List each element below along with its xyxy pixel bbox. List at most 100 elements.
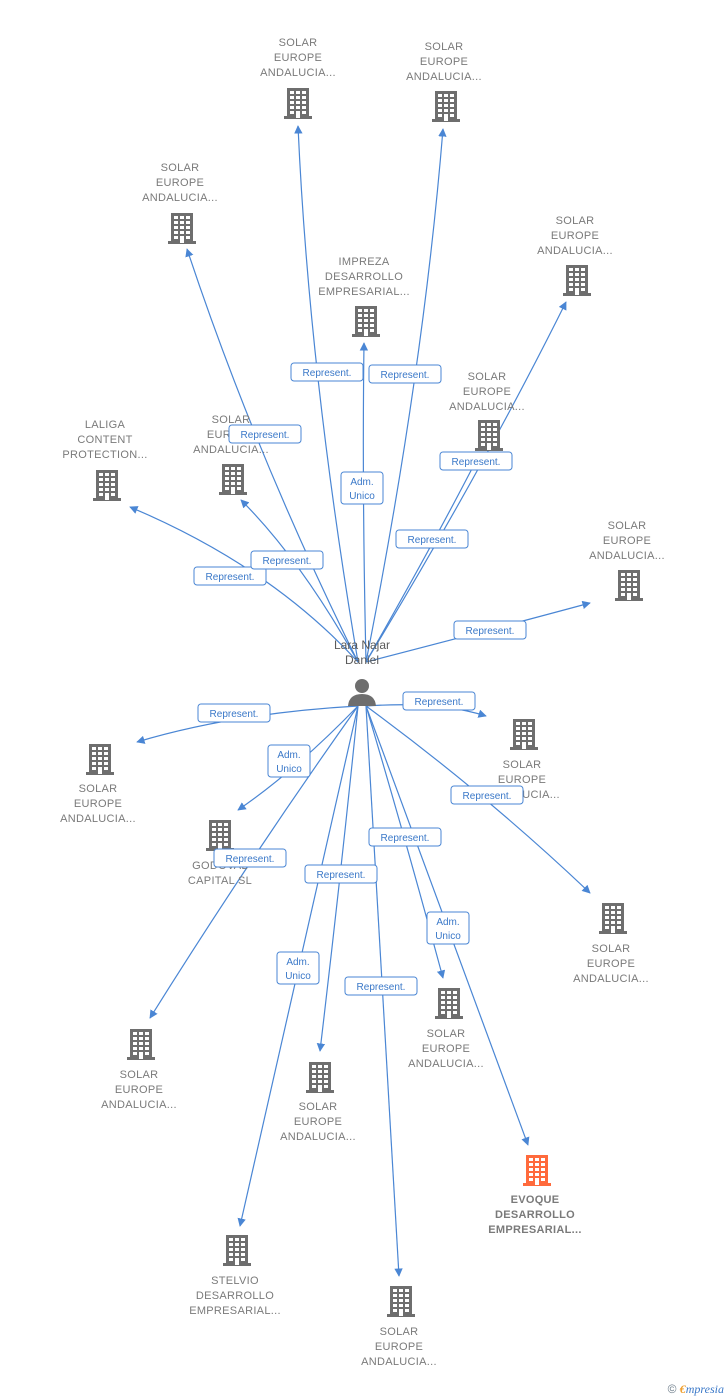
company-name-line: ANDALUCIA... [142,192,218,204]
company-node-n6[interactable]: SOLAREUROPEANDALUCIA... [449,371,525,451]
company-name-line: SOLAR [120,1069,159,1081]
company-node-n16[interactable]: SOLAREUROPEANDALUCIA... [280,1062,356,1143]
company-name-line: SOLAR [503,759,542,771]
edge-label-n12[interactable]: Adm.Unico [267,744,311,778]
company-name-line: EUROPE [551,230,599,242]
company-node-n3[interactable]: SOLAR EUROPE ANDALUCIA... [142,162,218,244]
edge-label-text: Unico [285,971,311,982]
edge-label-n10[interactable]: Represent. [197,703,271,723]
edge-label-box [290,362,364,382]
edge-label-text: Adm. [277,750,300,761]
company-name-line: SOLAR [212,414,251,426]
company-node-n2[interactable]: SOLAREUROPEANDALUCIA... [406,41,482,122]
building-icon [387,1286,415,1317]
edge-label-n11[interactable]: Represent. [402,691,476,711]
company-node-n5[interactable]: IMPREZADESARROLLOEMPRESARIAL... [318,256,410,337]
edge-label-n8[interactable]: Represent. [250,550,324,570]
edge-label-n4[interactable]: Represent. [439,451,513,471]
edge-line-n4 [365,301,567,663]
company-name-line: SOLAR [556,215,595,227]
company-name-line: DESARROLLO [495,1209,575,1221]
company-name-line: EUROPE [156,177,204,189]
edge-label-n1[interactable]: Represent. [290,362,364,382]
company-name-line: ANDALUCIA... [193,444,269,456]
company-name-line: ANDALUCIA... [406,71,482,83]
company-node-n17[interactable]: EVOQUEDESARROLLOEMPRESARIAL... [488,1155,581,1236]
edge-label-box [250,550,324,570]
company-node-n8[interactable]: SOLAREUROPEANDALUCIA... [193,414,269,495]
edge-label-text: Represent. [210,709,259,720]
company-name-line: EUROPE [115,1084,163,1096]
company-name-line: ANDALUCIA... [449,401,525,413]
edge-label-text: Represent. [357,982,406,993]
company-node-n14[interactable]: SOLAREUROPEANDALUCIA... [101,1029,177,1111]
building-icon [352,306,380,337]
building-icon [510,719,538,750]
edge-label-box [368,364,442,384]
edge-label-n14[interactable]: Represent. [213,848,287,868]
company-node-n18[interactable]: STELVIODESARROLLOEMPRESARIAL... [189,1235,281,1317]
company-name-line: SOLAR [608,520,647,532]
company-node-n13[interactable]: SOLAREUROPEANDALUCIA... [573,903,649,985]
edge-label-n15[interactable]: Represent. [368,827,442,847]
edge-label-box [197,703,271,723]
edge-label-n18[interactable]: Adm.Unico [276,951,320,985]
building-icon [284,88,312,119]
company-name-line: STELVIO [211,1275,259,1287]
edge-label-n19[interactable]: Represent. [344,976,418,996]
edge-label-n13[interactable]: Represent. [450,785,524,805]
building-icon [523,1155,551,1186]
footer-brand: © €mpresia [668,1382,724,1397]
company-name-line: EUROPE [498,774,546,786]
company-name-line: EUROPE [422,1043,470,1055]
company-name-line: ANDALUCIA... [60,813,136,825]
edge-label-box [267,744,311,778]
company-node-n4[interactable]: SOLAREUROPEANDALUCIA... [537,215,613,296]
building-icon [435,988,463,1019]
person-name-line: Lara Najar [334,638,390,652]
company-node-n1[interactable]: SOLAREUROPEANDALUCIA... [260,37,336,119]
edge-label-n5[interactable]: Adm.Unico [340,471,384,505]
company-node-n7[interactable]: LALIGACONTENTPROTECTION... [62,419,147,501]
person-name-line: Daniel [345,653,379,667]
company-node-n19[interactable]: SOLAREUROPEANDALUCIA... [361,1286,437,1368]
company-name-line: SOLAR [279,37,318,49]
edge-label-n2[interactable]: Represent. [368,364,442,384]
edge-label-n16[interactable]: Represent. [304,864,378,884]
edge-label-n9[interactable]: Represent. [453,620,527,640]
building-icon [206,820,234,851]
company-name-line: EMPRESARIAL... [318,286,410,298]
edge-label-n6[interactable]: Represent. [395,529,469,549]
company-name-line: ANDALUCIA... [589,550,665,562]
edge-label-text: Represent. [206,572,255,583]
edge-label-n7[interactable]: Represent. [193,566,267,586]
company-node-n9[interactable]: SOLAREUROPEANDALUCIA... [589,520,665,601]
edge-label-n3[interactable]: Represent. [228,424,302,444]
company-name-line: SOLAR [161,162,200,174]
edge-label-box [304,864,378,884]
edge-label-text: Represent. [452,457,501,468]
company-node-n10[interactable]: SOLAREUROPEANDALUCIA... [60,744,136,825]
building-icon [306,1062,334,1093]
edge-label-text: Unico [349,491,375,502]
company-name-line: ANDALUCIA... [361,1356,437,1368]
building-icon [93,470,121,501]
building-icon [168,213,196,244]
edge-label-text: Represent. [241,430,290,441]
edge-line-n2 [365,128,447,663]
edge-label-text: Represent. [381,833,430,844]
company-name-line: SOLAR [468,371,507,383]
edge-label-n17[interactable]: Adm.Unico [426,911,470,945]
edge-label-text: Represent. [303,368,352,379]
company-name-line: DESARROLLO [196,1290,274,1302]
brand-logo[interactable]: €mpresia [680,1382,724,1396]
edge-line-n8 [240,499,359,663]
edge-label-box [228,424,302,444]
edge-label-box [402,691,476,711]
person-icon [348,679,376,706]
company-name-line: CAPITAL SL [188,875,252,887]
company-node-n15[interactable]: SOLAREUROPEANDALUCIA... [408,988,484,1070]
edge-label-box [439,451,513,471]
